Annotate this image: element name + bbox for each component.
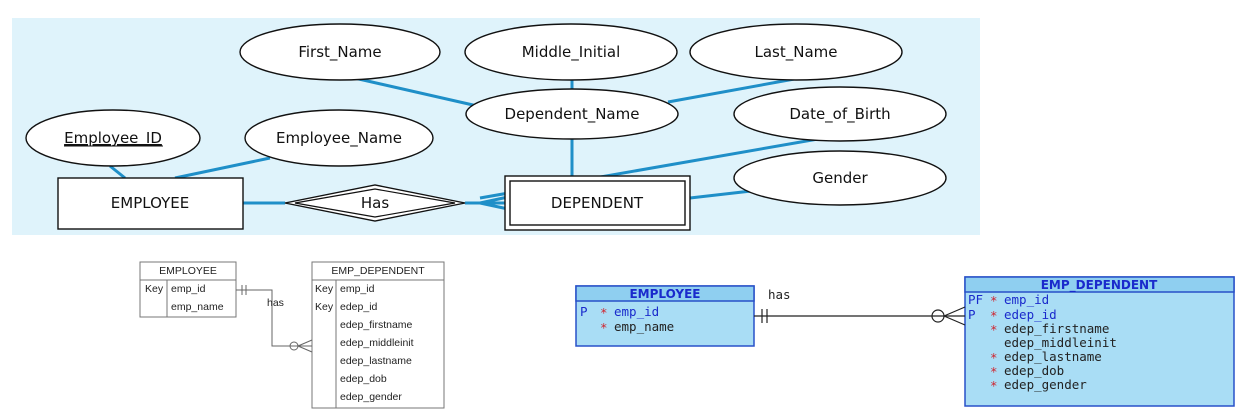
connector-last-name bbox=[667, 76, 801, 104]
label-last-name: Last_Name bbox=[755, 43, 838, 62]
label-entity-dependent: DEPENDENT bbox=[551, 194, 644, 212]
dm-dependent-entity bbox=[964, 276, 1235, 407]
cf-dependent-table bbox=[311, 261, 445, 409]
cf-employee-title: EMPLOYEE bbox=[159, 265, 217, 277]
relationship-has-inner bbox=[294, 188, 456, 218]
label-employee-id: Employee_ID bbox=[64, 129, 162, 148]
dm-dependent-req-6: * bbox=[990, 364, 998, 379]
attr-employee-id bbox=[25, 109, 201, 167]
cf-dependent-field-2: edep_id bbox=[340, 301, 378, 313]
cf-dependent-field-5: edep_lastname bbox=[340, 355, 412, 367]
entity-employee bbox=[57, 177, 244, 230]
cf-dependent-field-6: edep_dob bbox=[340, 373, 387, 385]
connector-employee-id bbox=[109, 164, 126, 180]
dm-relationship-label: has bbox=[768, 287, 791, 302]
label-entity-employee: EMPLOYEE bbox=[111, 194, 189, 212]
dm-dependent-field-5: edep_lastname bbox=[1004, 349, 1102, 364]
dm-dependent-req-2: * bbox=[990, 308, 998, 323]
cf-employee-table bbox=[139, 261, 237, 318]
dm-employee-title: EMPLOYEE bbox=[629, 287, 700, 301]
attr-first-name bbox=[239, 23, 441, 81]
attr-date-of-birth bbox=[733, 86, 947, 142]
datamodeler-diagram: EMPLOYEE P * emp_id * emp_name EMP_DEPEN… bbox=[575, 276, 1235, 407]
cf-employee-key-1: Key bbox=[145, 283, 164, 295]
dm-dependent-field-2: edep_id bbox=[1004, 307, 1057, 322]
cf-dependent-field-3: edep_firstname bbox=[340, 319, 413, 331]
attr-dependent-name bbox=[465, 88, 679, 140]
cf-employee-field-1: emp_id bbox=[171, 283, 206, 295]
label-gender: Gender bbox=[812, 169, 868, 187]
attr-employee-name bbox=[244, 109, 434, 167]
attr-gender bbox=[733, 150, 947, 206]
cf-relationship-label: has bbox=[267, 297, 284, 309]
dm-relationship-line bbox=[754, 306, 966, 326]
dm-dependent-field-3: edep_firstname bbox=[1004, 321, 1109, 336]
label-employee-name: Employee_Name bbox=[276, 129, 402, 148]
dm-employee-req-1: * bbox=[600, 305, 608, 320]
chen-diagram: First_Name Middle_Initial Last_Name Depe… bbox=[12, 18, 980, 235]
dm-dependent-field-7: edep_gender bbox=[1004, 377, 1087, 392]
cf-dependent-title: EMP_DEPENDENT bbox=[331, 265, 425, 277]
cf-dependent-field-4: edep_middleinit bbox=[340, 337, 414, 349]
connector-employee-name bbox=[174, 156, 271, 180]
dm-dependent-req-7: * bbox=[990, 378, 998, 393]
dm-dependent-req-3: * bbox=[990, 322, 998, 337]
entity-dependent-inner bbox=[509, 180, 686, 226]
cf-employee-field-2: emp_name bbox=[171, 301, 224, 313]
dm-employee-req-2: * bbox=[600, 320, 608, 335]
dm-dependent-field-6: edep_dob bbox=[1004, 363, 1064, 378]
dm-dependent-pk-1: PF bbox=[968, 292, 983, 307]
dm-employee-field-1: emp_id bbox=[614, 304, 659, 319]
connector-first-name bbox=[349, 75, 496, 112]
cf-dependent-field-7: edep_gender bbox=[340, 391, 402, 403]
cf-dependent-key-2: Key bbox=[315, 301, 334, 313]
crowsfoot-upper bbox=[479, 195, 509, 205]
dm-dependent-title: EMP_DEPENDENT bbox=[1041, 278, 1158, 293]
label-dependent-name: Dependent_Name bbox=[505, 105, 640, 124]
dm-dependent-field-1: emp_id bbox=[1004, 292, 1049, 307]
dm-dependent-pk-2: P bbox=[968, 307, 976, 322]
attr-last-name bbox=[689, 23, 903, 81]
attr-middle-initial bbox=[464, 23, 678, 81]
dm-dependent-req-1: * bbox=[990, 293, 998, 308]
cf-dependent-key-1: Key bbox=[315, 283, 334, 295]
label-first-name: First_Name bbox=[298, 43, 381, 62]
crowsfoot-diagram: EMPLOYEE Key emp_id emp_name EMP_DEPENDE… bbox=[139, 261, 445, 409]
cf-dependent-field-1: emp_id bbox=[340, 283, 375, 295]
label-relationship-has: Has bbox=[361, 194, 389, 212]
label-date-of-birth: Date_of_Birth bbox=[789, 105, 890, 124]
dm-dependent-req-5: * bbox=[990, 350, 998, 365]
dm-employee-pk-1: P bbox=[580, 304, 588, 319]
cf-relationship-line bbox=[236, 285, 313, 353]
dm-employee-field-2: emp_name bbox=[614, 319, 674, 334]
crowsfoot-lower bbox=[479, 201, 509, 211]
dm-dependent-field-4: edep_middleinit bbox=[1004, 335, 1117, 350]
label-middle-initial: Middle_Initial bbox=[522, 43, 621, 62]
